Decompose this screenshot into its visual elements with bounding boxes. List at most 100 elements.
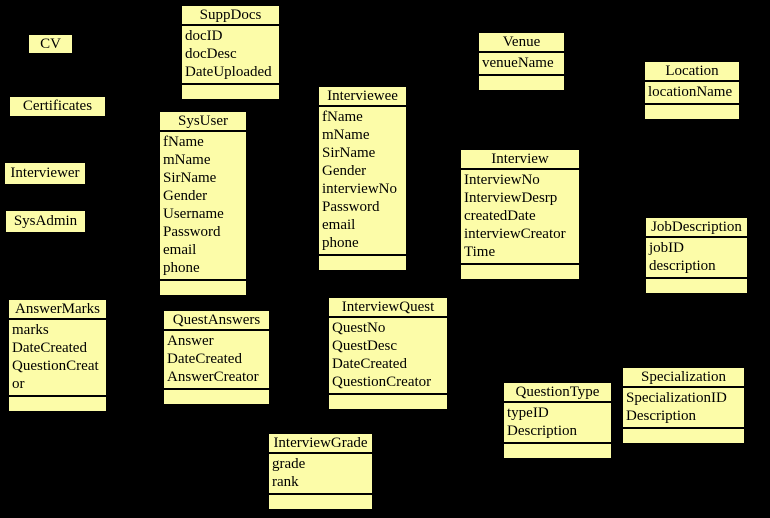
- class-title: SuppDocs: [182, 6, 279, 26]
- class-attribute: QuestionCreat: [12, 358, 99, 374]
- class-operations-section-empty: [479, 74, 564, 90]
- class-operations-section-empty: [461, 263, 579, 279]
- class-attribute: DateCreated: [167, 351, 242, 367]
- class-title: SysAdmin: [13, 213, 78, 229]
- class-attribute: fName: [163, 134, 204, 150]
- class-attribute: phone: [163, 260, 200, 276]
- class-operations-section-empty: [319, 254, 406, 270]
- class-operations-section-empty: [164, 388, 269, 404]
- class-interviewer[interactable]: Interviewer: [4, 162, 86, 185]
- class-attribute: Description: [507, 423, 577, 439]
- class-title: QuestionType: [504, 383, 611, 403]
- class-attributes-section: venueName: [479, 53, 564, 74]
- class-title: Location: [645, 62, 739, 82]
- class-certificates[interactable]: Certificates: [9, 96, 106, 117]
- class-attribute: mName: [322, 127, 370, 143]
- class-operations-section-empty: [182, 83, 279, 99]
- class-title: Interview: [461, 150, 579, 170]
- class-attribute: createdDate: [464, 208, 536, 224]
- class-attribute: typeID: [507, 405, 549, 421]
- class-operations-section-empty: [9, 395, 106, 411]
- class-attribute: Gender: [163, 188, 208, 204]
- class-attribute: Time: [464, 244, 496, 260]
- class-attributes-section: SpecializationID Description: [623, 388, 744, 427]
- class-attribute: docDesc: [185, 46, 237, 62]
- class-attribute: description: [649, 258, 716, 274]
- class-attribute: jobID: [649, 240, 684, 256]
- class-attribute: SpecializationID: [626, 390, 727, 406]
- class-attribute: Password: [163, 224, 221, 240]
- class-attribute: Description: [626, 408, 696, 424]
- class-title: QuestAnswers: [164, 311, 269, 331]
- class-attribute: SirName: [163, 170, 217, 186]
- class-attributes-section: typeID Description: [504, 403, 611, 442]
- class-attribute: DateCreated: [12, 340, 87, 356]
- class-location[interactable]: Location locationName: [644, 61, 740, 120]
- class-interviewgrade[interactable]: InterviewGrade grade rank: [268, 433, 373, 510]
- class-title: InterviewQuest: [329, 298, 447, 318]
- class-operations-section-empty: [646, 277, 747, 293]
- class-sysadmin[interactable]: SysAdmin: [5, 210, 86, 233]
- class-attribute: interviewNo: [322, 181, 397, 197]
- class-attribute: QuestNo: [332, 320, 386, 336]
- class-attribute: or: [12, 376, 25, 392]
- class-title: CV: [40, 35, 61, 52]
- class-attribute: locationName: [648, 84, 733, 100]
- class-attributes-section: grade rank: [269, 454, 372, 493]
- class-title: Interviewer: [10, 165, 80, 181]
- class-attribute: InterviewNo: [464, 172, 540, 188]
- class-operations-section-empty: [623, 427, 744, 443]
- class-attribute: marks: [12, 322, 49, 338]
- class-title: SysUser: [160, 112, 246, 132]
- class-attribute: docID: [185, 28, 223, 44]
- class-attribute: phone: [322, 235, 359, 251]
- class-operations-section-empty: [504, 442, 611, 458]
- class-attributes-section: locationName: [645, 82, 739, 103]
- class-attribute: Gender: [322, 163, 367, 179]
- class-attribute: InterviewDesrp: [464, 190, 558, 206]
- class-attribute: email: [322, 217, 356, 233]
- class-attribute: DateCreated: [332, 356, 407, 372]
- class-operations-section-empty: [645, 103, 739, 119]
- class-title: Venue: [479, 33, 564, 53]
- class-attribute: venueName: [482, 55, 554, 71]
- class-attribute: mName: [163, 152, 211, 168]
- class-title: Certificates: [22, 98, 93, 114]
- class-attribute: Answer: [167, 333, 214, 349]
- class-attribute: grade: [272, 456, 306, 472]
- class-questiontype[interactable]: QuestionType typeID Description: [503, 382, 612, 459]
- class-operations-section-empty: [160, 279, 246, 295]
- class-attributes-section: jobID description: [646, 238, 747, 277]
- class-attribute: SirName: [322, 145, 376, 161]
- class-title: Specialization: [623, 368, 744, 388]
- class-title: JobDescription: [646, 218, 747, 238]
- class-attribute: AnswerCreator: [167, 369, 259, 385]
- class-attribute: Username: [163, 206, 224, 222]
- class-jobdescription[interactable]: JobDescription jobID description: [645, 217, 748, 294]
- class-title: Interviewee: [319, 87, 406, 107]
- class-attribute: Password: [322, 199, 380, 215]
- class-attribute: rank: [272, 474, 299, 490]
- class-cv[interactable]: CV: [28, 34, 73, 54]
- class-attribute: fName: [322, 109, 363, 125]
- class-attribute: QuestDesc: [332, 338, 397, 354]
- class-title: InterviewGrade: [269, 434, 372, 454]
- class-attribute: QuestionCreator: [332, 374, 432, 390]
- class-operations-section-empty: [269, 493, 372, 509]
- class-venue[interactable]: Venue venueName: [478, 32, 565, 91]
